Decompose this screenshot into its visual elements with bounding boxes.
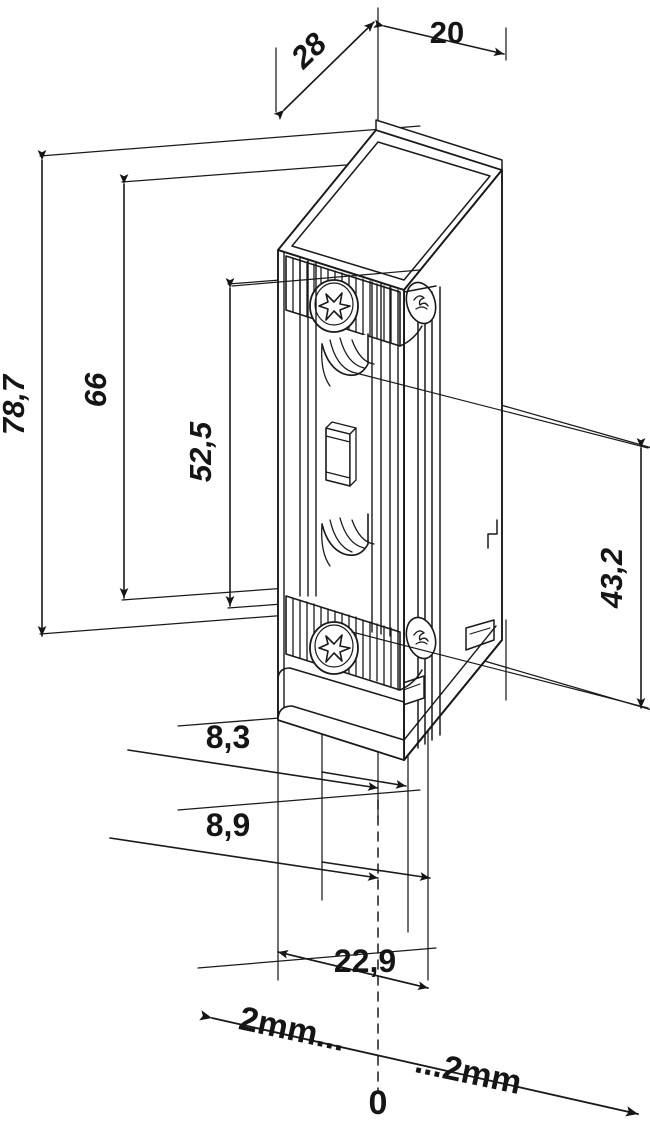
- dim-line-8-9-right: [321, 861, 431, 881]
- dimension-lines: [37, 19, 646, 990]
- central-catch: [325, 421, 357, 487]
- scale-label-left: 2mm...: [236, 999, 349, 1059]
- dim-line-8-3: [127, 749, 379, 791]
- dim-label-43-2: 43,2: [594, 548, 629, 609]
- scale-label-zero: 0: [369, 1084, 388, 1121]
- dim-label-22-9: 22,9: [334, 943, 396, 979]
- dim-label-8-9: 8,9: [206, 807, 250, 843]
- screw-upper: [309, 279, 359, 333]
- dim-label-52-5: 52,5: [183, 421, 218, 482]
- reference-leaders: [231, 269, 649, 709]
- scale-bar-line: [199, 1010, 639, 1117]
- dim-line-28: [273, 21, 375, 121]
- dim-label-78-7: 78,7: [0, 373, 31, 435]
- badge-upper: [405, 281, 437, 325]
- screw-lower: [309, 621, 359, 675]
- scale-label-right: ...2mm: [412, 1042, 525, 1102]
- dim-label-8-3: 8,3: [206, 719, 250, 755]
- dim-label-20: 20: [430, 15, 464, 50]
- dim-line-22-9-right: [277, 951, 429, 990]
- door-strike-body: [277, 119, 503, 761]
- dim-line-8-3-right: [321, 771, 407, 789]
- dim-line-8-9: [109, 837, 379, 881]
- dim-label-66: 66: [78, 372, 113, 407]
- dim-line-20: [373, 19, 505, 57]
- latch-lower: [321, 513, 375, 567]
- latch-upper: [321, 333, 375, 387]
